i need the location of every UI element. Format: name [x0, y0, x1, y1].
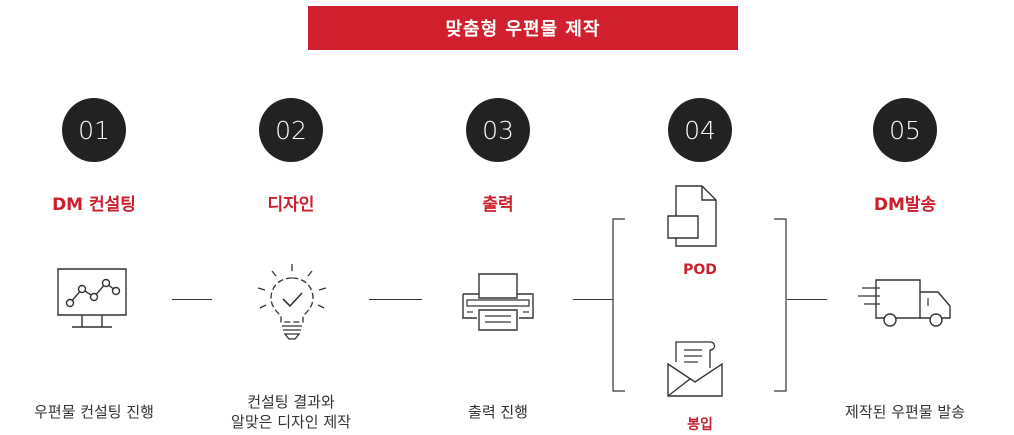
step-5-desc-line: 제작된 우편물 발송 [845, 403, 965, 421]
step-number-badge: 02 [259, 98, 323, 162]
step-number-badge: 03 [466, 98, 530, 162]
step-1-number: 01 [78, 115, 110, 145]
monitor-chart-icon [56, 267, 128, 335]
step-1-desc-line: 우편물 컨설팅 진행 [34, 403, 154, 421]
printer-icon [459, 272, 537, 334]
connector-line [573, 299, 613, 300]
connector-line [172, 299, 212, 300]
step-1-title: DM 컨설팅 [52, 195, 136, 215]
step-2-title: 디자인 [267, 195, 315, 215]
step-3-description: 출력 진행 [393, 402, 603, 422]
step-2-desc-line: 컨설팅 결과와 [247, 393, 335, 411]
step-3-number: 03 [482, 115, 514, 145]
step-2-number: 02 [275, 115, 307, 145]
step-5-number: 05 [889, 115, 921, 145]
page-banner: 맞춤형 우편물 제작 [308, 6, 738, 50]
step-number-badge: 05 [873, 98, 937, 162]
step-5-title: DM발송 [873, 195, 937, 215]
option-pod-label: POD [683, 262, 717, 278]
step-4-number: 04 [684, 115, 716, 145]
connector-line [369, 299, 422, 300]
step-5-description: 제작된 우편물 발송 [800, 402, 1010, 422]
step-2-desc-line: 알맞은 디자인 제작 [231, 413, 351, 431]
right-bracket [773, 218, 787, 392]
document-icon [666, 184, 718, 250]
left-bracket [612, 218, 626, 392]
step-2-description: 컨설팅 결과와 알맞은 디자인 제작 [186, 392, 396, 432]
step-3-desc-line: 출력 진행 [468, 403, 528, 421]
delivery-truck-icon [858, 276, 954, 330]
banner-title: 맞춤형 우편물 제작 [445, 19, 601, 40]
option-enclosing-label: 봉입 [687, 417, 713, 433]
connector-line [787, 299, 827, 300]
step-1-description: 우편물 컨설팅 진행 [0, 402, 199, 422]
step-number-badge: 01 [62, 98, 126, 162]
step-3-title: 출력 [482, 195, 514, 215]
step-number-badge: 04 [668, 98, 732, 162]
envelope-letter-icon [664, 338, 726, 400]
lightbulb-check-icon [254, 262, 330, 342]
